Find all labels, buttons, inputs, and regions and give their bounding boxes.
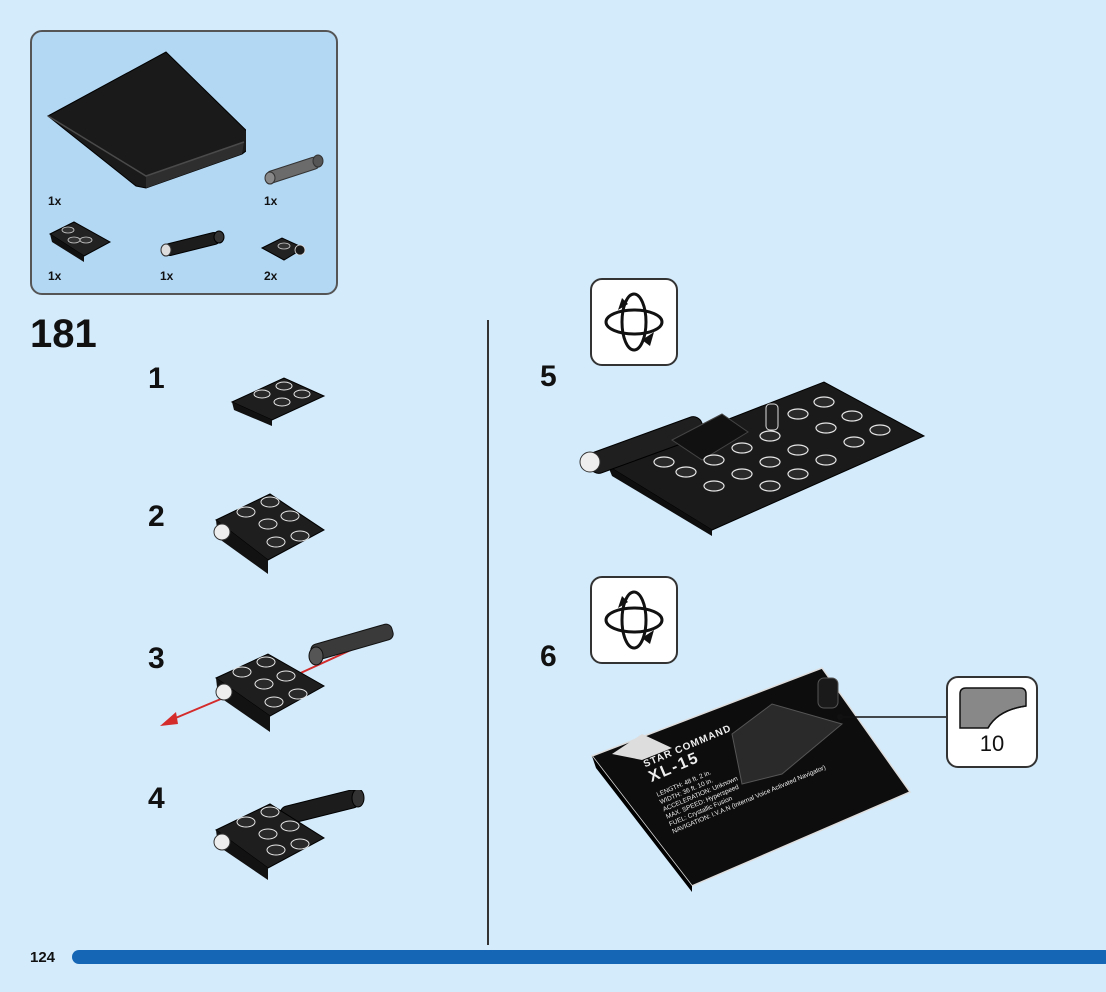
substep-6-number: 6 xyxy=(540,640,557,673)
rotate-model-icon xyxy=(604,292,664,352)
black-slope-plate-icon xyxy=(47,51,246,189)
substep-2-illustration xyxy=(213,493,325,574)
sticker-number: 10 xyxy=(979,731,1005,756)
grey-axle-pin-connector-icon xyxy=(264,154,324,185)
black-axle-connector-icon xyxy=(160,230,225,257)
substep-5-number: 5 xyxy=(540,360,557,393)
build-step-number: 181 xyxy=(30,312,97,356)
black-small-bracket-icon xyxy=(260,237,306,261)
substep-2-number: 2 xyxy=(148,500,165,533)
sticker-callout: 10 xyxy=(946,676,1038,768)
black-inverted-slope-plate-icon xyxy=(48,221,112,262)
substep-3-illustration xyxy=(160,623,394,732)
sticker-leader-line xyxy=(837,714,948,720)
substep-3-number: 3 xyxy=(148,642,165,675)
substep-1-illustration xyxy=(230,377,326,426)
qty-inverted-slope: 1x xyxy=(48,269,62,283)
rotate-model-box-6 xyxy=(590,576,678,664)
placard-shape xyxy=(590,667,912,892)
qty-axle-pin: 1x xyxy=(264,194,278,208)
qty-axle-connector: 1x xyxy=(160,269,174,283)
column-divider xyxy=(487,320,489,945)
page-number: 124 xyxy=(30,949,56,966)
substep-4-number: 4 xyxy=(148,782,165,815)
substep-5-illustration xyxy=(579,381,926,536)
rotate-model-box-5 xyxy=(590,278,678,366)
substep-4-illustration xyxy=(213,790,365,880)
substep-1-number: 1 xyxy=(148,362,165,395)
star-command-placard: STAR COMMAND XL-15 LENGTH: 48 ft. 2 in. … xyxy=(582,664,912,894)
qty-slope-plate: 1x xyxy=(48,194,62,208)
rotate-model-icon xyxy=(604,590,664,650)
parts-list-box: 1x 1x 1x 1x 2x xyxy=(30,30,338,295)
page-footer-bar xyxy=(72,950,1106,964)
qty-bracket: 2x xyxy=(264,269,278,283)
sticker-icon xyxy=(959,687,1027,729)
